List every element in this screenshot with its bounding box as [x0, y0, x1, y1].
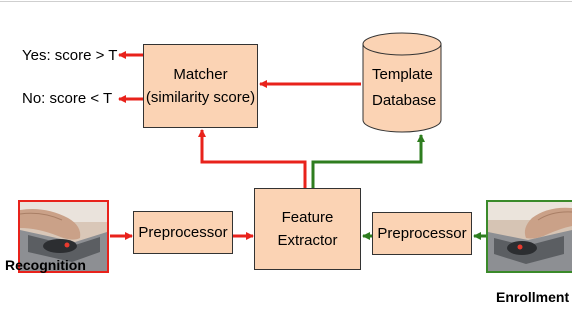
preprocessor-left-box: Preprocessor [133, 211, 233, 254]
fingerprint-scanner-icon [20, 202, 107, 271]
top-divider [0, 1, 572, 2]
feature-extractor-subtitle: Extractor [277, 232, 338, 249]
preprocessor-right-box: Preprocessor [372, 212, 472, 255]
feature-extractor-box: Feature Extractor [254, 188, 361, 270]
decision-yes: Yes: score > T [22, 47, 118, 64]
enrollment-label: Enrollment [496, 289, 570, 305]
arrow-extractor-to-matcher [198, 129, 307, 188]
matcher-title: Matcher [173, 66, 228, 83]
template-database-cylinder [362, 32, 442, 133]
matcher-subtitle: (similarity score) [145, 89, 256, 106]
preprocessor-left-label: Preprocessor [138, 224, 228, 241]
recognition-fingerprint-scanner-image [18, 200, 109, 273]
preprocessor-right-label: Preprocessor [377, 225, 467, 242]
matcher-box: Matcher (similarity score) [143, 44, 258, 128]
feature-extractor-title: Feature [281, 209, 334, 226]
fingerprint-scanner-icon [488, 202, 572, 271]
database-label-1: Template [372, 66, 433, 83]
arrow-extractor-to-database [311, 134, 425, 188]
decision-no: No: score < T [22, 90, 113, 107]
database-label-2: Database [372, 92, 437, 109]
enrollment-fingerprint-scanner-image [486, 200, 572, 273]
recognition-label: Recognition [5, 257, 86, 273]
